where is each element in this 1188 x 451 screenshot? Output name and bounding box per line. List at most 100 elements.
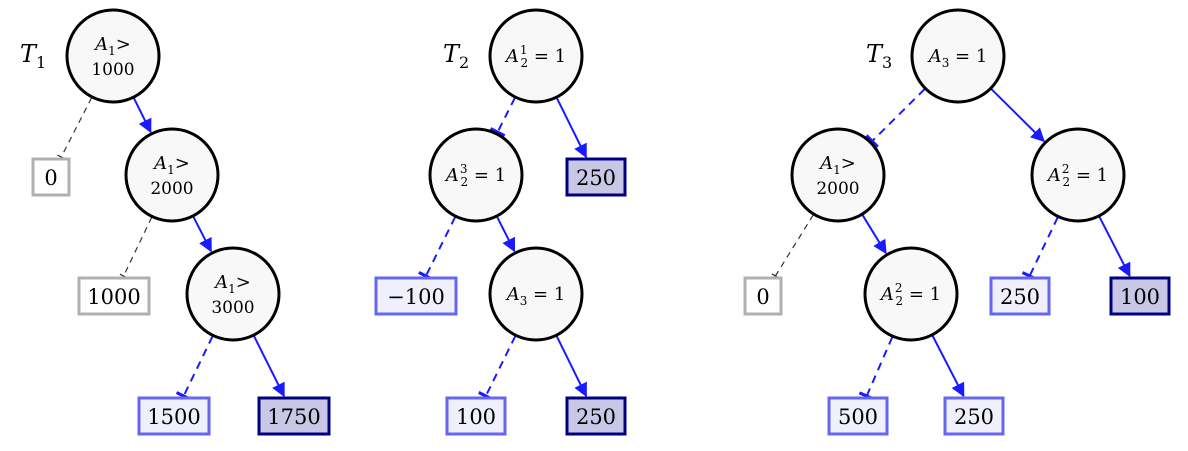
split-node-t1-1: A1>2000 bbox=[124, 127, 220, 223]
leaf-value: 250 bbox=[954, 405, 994, 429]
leaf-t2-0: 250 bbox=[565, 157, 627, 197]
node-circle bbox=[428, 127, 524, 223]
node-threshold: 2000 bbox=[816, 179, 859, 199]
node-condition: A1> bbox=[93, 34, 131, 58]
leaf-t1-1: 1000 bbox=[77, 276, 151, 316]
edge-t1-n2-l2 bbox=[175, 335, 214, 401]
edge-t3-n3-l1 bbox=[858, 336, 894, 401]
edge-t3-n1-l0 bbox=[771, 214, 814, 279]
node-circle bbox=[790, 127, 886, 223]
leaf-t3-4: 100 bbox=[1109, 276, 1171, 316]
edge-t2-n2-l3 bbox=[555, 335, 588, 398]
split-node-t1-2: A1>3000 bbox=[185, 246, 281, 342]
node-circle bbox=[863, 246, 959, 342]
leaf-value: 100 bbox=[456, 405, 496, 429]
leaf-value: 250 bbox=[576, 166, 616, 190]
split-node-t1-0: A1>1000 bbox=[65, 8, 161, 104]
edge-t3-n3-l2 bbox=[931, 335, 965, 398]
tree-label-2: T2 bbox=[443, 40, 469, 72]
edge-t3-n0-n1 bbox=[865, 88, 926, 149]
node-condition: A1> bbox=[818, 153, 856, 177]
leaf-box bbox=[374, 276, 458, 316]
node-condition: A1> bbox=[213, 272, 251, 296]
leaf-value: 0 bbox=[756, 285, 769, 309]
leaf-value: 500 bbox=[838, 405, 878, 429]
leaf-box bbox=[565, 396, 627, 436]
leaf-value: 250 bbox=[576, 405, 616, 429]
leaf-box bbox=[743, 276, 783, 316]
leaf-t3-2: 250 bbox=[943, 396, 1005, 436]
leaf-value: 1500 bbox=[147, 405, 200, 429]
tree-label-1: T1 bbox=[20, 40, 46, 72]
tree-label-3: T3 bbox=[866, 40, 892, 72]
node-threshold: 3000 bbox=[211, 298, 254, 318]
leaf-value: 0 bbox=[44, 166, 57, 190]
leaf-box bbox=[827, 396, 889, 436]
node-condition: A3 = 1 bbox=[505, 284, 566, 308]
leaf-box bbox=[257, 396, 331, 436]
leaf-t2-1: −100 bbox=[374, 276, 458, 316]
node-condition: A3 = 1 bbox=[927, 46, 988, 70]
edge-t3-n0-n2 bbox=[990, 88, 1045, 143]
leaf-t1-3: 1750 bbox=[257, 396, 331, 436]
leaf-box bbox=[137, 396, 211, 436]
edge-t1-n1-n2 bbox=[192, 216, 212, 253]
leaf-t2-3: 250 bbox=[565, 396, 627, 436]
leaf-box bbox=[77, 276, 151, 316]
edge-t2-n0-n1 bbox=[489, 97, 516, 138]
edge-t1-n0-n1 bbox=[132, 97, 152, 134]
leaf-box bbox=[989, 276, 1051, 316]
node-threshold: 2000 bbox=[150, 179, 193, 199]
leaf-box bbox=[565, 157, 627, 197]
node-circle bbox=[488, 8, 584, 104]
edge-t1-n2-l3 bbox=[253, 335, 285, 398]
leaf-box bbox=[31, 157, 71, 197]
split-node-t3-1: A1>2000 bbox=[790, 127, 886, 223]
leaf-value: 100 bbox=[1120, 285, 1160, 309]
leaf-t2-2: 100 bbox=[445, 396, 507, 436]
node-circle bbox=[488, 246, 584, 342]
leaf-value: 1000 bbox=[87, 285, 140, 309]
leaf-box bbox=[1109, 276, 1171, 316]
node-condition: A1> bbox=[152, 153, 190, 177]
edges-layer bbox=[57, 88, 1131, 401]
split-node-t3-0: A3 = 1 bbox=[910, 8, 1006, 104]
edge-t2-n1-l1 bbox=[418, 216, 457, 281]
node-circle bbox=[1030, 127, 1126, 223]
leaf-t3-3: 250 bbox=[989, 276, 1051, 316]
split-node-t2-2: A3 = 1 bbox=[488, 246, 584, 342]
leaf-value: −100 bbox=[387, 285, 445, 309]
leaf-value: 250 bbox=[1000, 285, 1040, 309]
leaf-t1-0: 0 bbox=[31, 157, 71, 197]
edge-t3-n1-n3 bbox=[861, 214, 887, 255]
node-circle bbox=[910, 8, 1006, 104]
labels-layer: T1 T2 T3 bbox=[20, 40, 892, 72]
edge-t2-n2-l2 bbox=[477, 335, 517, 401]
leaf-value: 1750 bbox=[267, 405, 320, 429]
edge-t2-n1-n2 bbox=[496, 216, 516, 253]
leaf-t3-0: 0 bbox=[743, 276, 783, 316]
edge-t2-n0-l0 bbox=[555, 97, 587, 159]
leaf-t1-2: 1500 bbox=[137, 396, 211, 436]
edge-t3-n2-l4 bbox=[1098, 216, 1131, 278]
leaf-box bbox=[943, 396, 1005, 436]
leaf-t3-1: 500 bbox=[827, 396, 889, 436]
leaves-layer: 0 1000 1500 1750 250 −100 100 250 0 500 250 250 100 bbox=[31, 157, 1171, 436]
node-circle bbox=[65, 8, 161, 104]
leaf-box bbox=[445, 396, 507, 436]
edge-t1-n1-l1 bbox=[119, 217, 153, 279]
node-circle bbox=[185, 246, 281, 342]
node-threshold: 1000 bbox=[91, 60, 134, 80]
node-circle bbox=[124, 127, 220, 223]
edge-t1-n0-l0 bbox=[57, 97, 93, 160]
